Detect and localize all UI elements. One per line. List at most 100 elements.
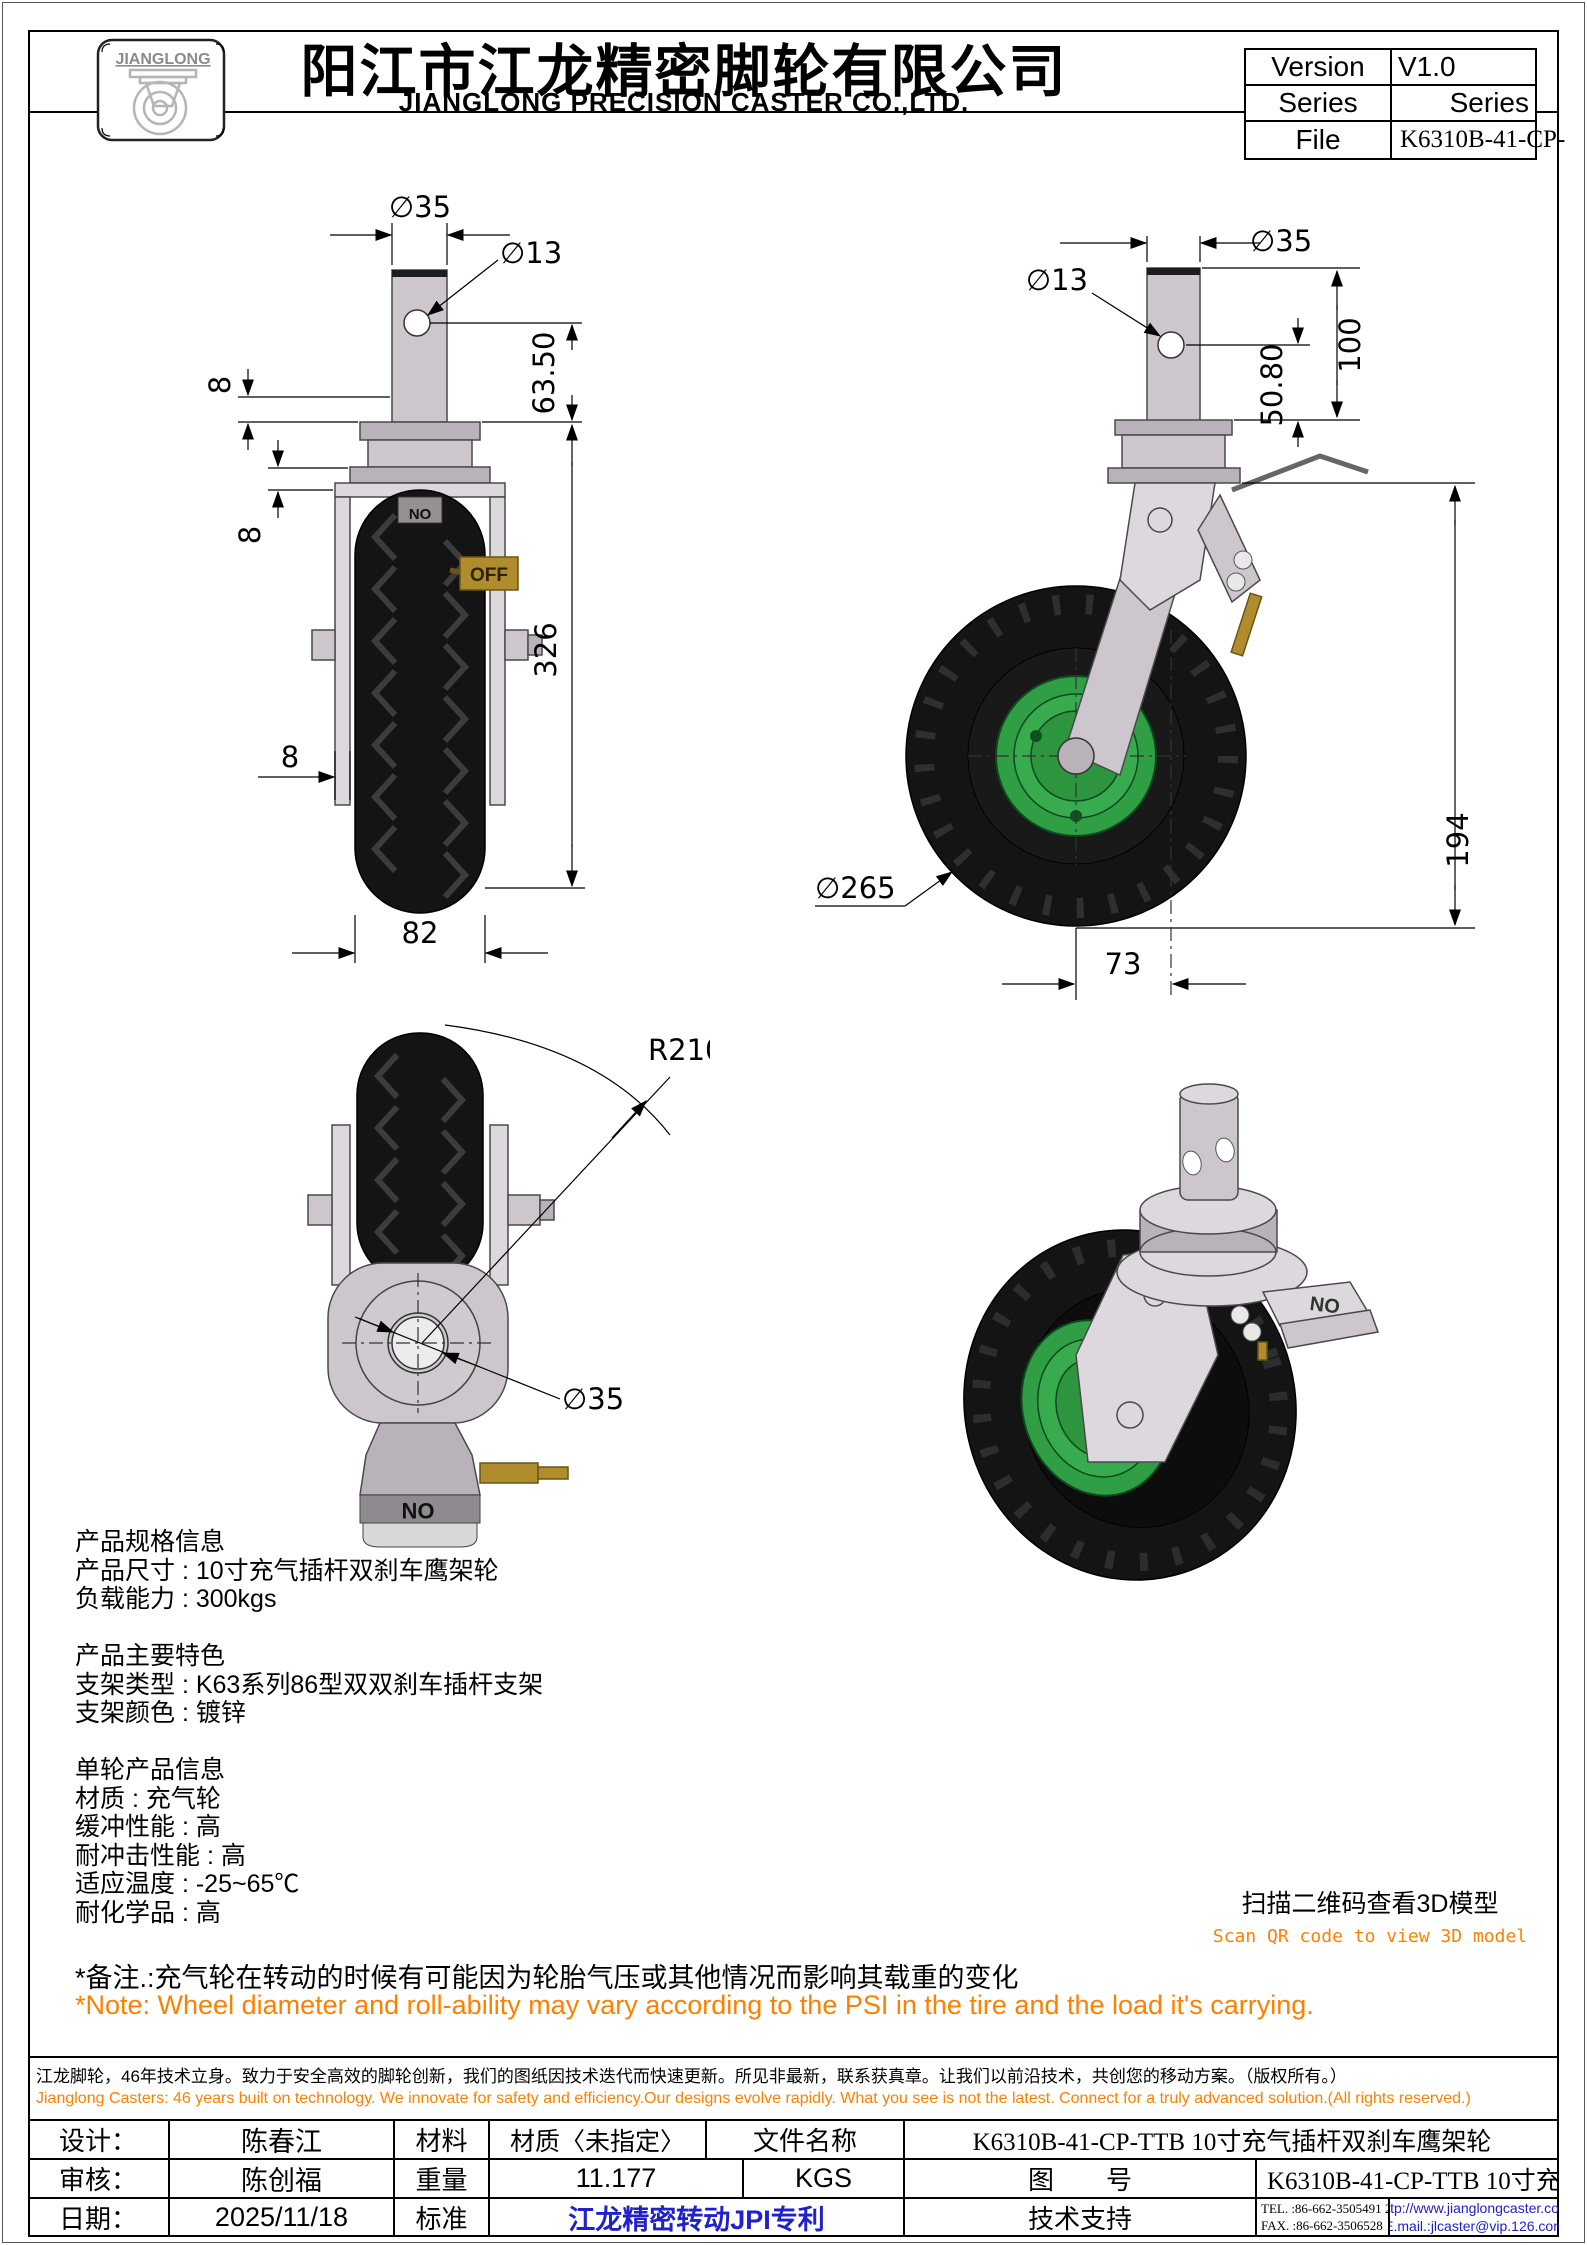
side-dimensions: ∅35 ∅13 100 50.80 194 ∅265 xyxy=(815,224,1475,1000)
dim-8c: 8 xyxy=(281,740,299,774)
brake-pin xyxy=(479,1462,539,1484)
axle-bolt-left xyxy=(307,1194,333,1226)
dim-82: 82 xyxy=(402,916,439,950)
note-en: *Note: Wheel diameter and roll-ability m… xyxy=(75,1990,1314,2020)
flange xyxy=(1114,419,1233,436)
stem-hole xyxy=(1157,331,1185,359)
logo-border xyxy=(96,38,226,142)
fork-leg-left xyxy=(334,496,351,806)
axle-nut xyxy=(1057,737,1095,775)
dim-326: 326 xyxy=(529,622,563,677)
version-label: Version xyxy=(1246,50,1392,84)
brake-on-label: ON xyxy=(409,505,432,522)
dim-d35: ∅35 xyxy=(1250,224,1312,258)
dim-d13: ∅13 xyxy=(500,236,562,270)
company-logo: JIANGLONG xyxy=(96,38,226,142)
axle-nut-right xyxy=(527,634,543,656)
brake-lever xyxy=(1231,453,1369,493)
qr-note-en: Scan QR code to view 3D model xyxy=(1212,1926,1528,1947)
material-label: 材料 xyxy=(395,2121,490,2158)
spec-line: 耐化学品 : 高 xyxy=(75,1898,221,1927)
series-row: Series Series xyxy=(1246,86,1535,122)
series-label: Series xyxy=(1246,86,1392,120)
filename-value: K6310B-41-CP-TTB 10寸充气插杆双刹车鹰架轮 xyxy=(972,2128,1492,2156)
date-value: 2025/11/18 xyxy=(170,2199,395,2235)
swivel-drum xyxy=(367,439,473,468)
brake-off-label: OFF xyxy=(470,565,508,586)
dim-8a: 8 xyxy=(203,376,237,394)
logo-text: JIANGLONG xyxy=(115,51,210,68)
spec-line: 支架类型 : K63系列86型双双刹车插杆支架 xyxy=(75,1670,544,1699)
tel: TEL. :86-662-3505491 2829599 xyxy=(1261,2201,1388,2216)
company-name-cn: 阳江市江龙精密脚轮有限公司 xyxy=(300,40,1068,104)
contact-cell: TEL. :86-662-3505491 2829599 FAX. :86-66… xyxy=(1257,2199,1390,2235)
spec-line: 单轮产品信息 xyxy=(75,1756,226,1784)
audit-value: 陈创福 xyxy=(170,2160,395,2197)
front-view: ON OFF ∅35 ∅13 63.50 8 xyxy=(203,190,585,963)
stem-top xyxy=(1179,1083,1239,1105)
weight-value: 11.177 xyxy=(490,2160,744,2197)
brake-pin xyxy=(1230,592,1263,657)
flange xyxy=(359,421,481,441)
brake-on-label: ON xyxy=(402,1498,435,1523)
spec-line: 材质 : 充气轮 xyxy=(75,1784,221,1813)
stem-cap xyxy=(392,270,447,277)
footer-row-2: 审核： 陈创福 重量 11.177 KGS 图 号 K6310B-41-CP-T… xyxy=(28,2158,1559,2197)
swivel-drum xyxy=(1121,434,1226,469)
axle-bolt-left xyxy=(311,629,336,661)
spec-line xyxy=(75,1728,543,1757)
version-row: Version V1.0 xyxy=(1246,50,1535,86)
dim-8b: 8 xyxy=(233,526,267,544)
dim-5080: 50.80 xyxy=(1255,343,1289,426)
disclaimer-divider xyxy=(28,2056,1559,2058)
footer-row-1: 设计： 陈春江 材料 材质〈未指定〉 文件名称 K6310B-41-CP-TTB… xyxy=(28,2119,1559,2158)
file-value-cell: K6310B-41-CP- xyxy=(1392,122,1565,158)
logo-caster-icon xyxy=(128,68,198,136)
file-row: File K6310B-41-CP- xyxy=(1246,122,1565,158)
brake-pedal-flap xyxy=(1279,1309,1380,1349)
brake-pedal xyxy=(397,496,443,524)
spec-line: 耐冲击性能 : 高 xyxy=(75,1841,246,1870)
brake-pedal xyxy=(359,1422,481,1496)
brake-pin xyxy=(1257,1341,1268,1361)
title-block: 设计： 陈春江 材料 材质〈未指定〉 文件名称 K6310B-41-CP-TTB… xyxy=(28,2119,1559,2235)
top-plate xyxy=(1107,467,1241,484)
dim-r210: R210 xyxy=(648,1033,710,1067)
dim-d265: ∅265 xyxy=(815,871,896,905)
tire-tread xyxy=(914,594,1238,918)
fax: FAX. :86-662-3506528 xyxy=(1261,2218,1383,2233)
file-label: File xyxy=(1246,122,1392,158)
date-label: 日期： xyxy=(28,2199,170,2235)
stem-hole xyxy=(403,309,431,337)
spec-line: 适应温度 : -25~65℃ xyxy=(75,1870,300,1898)
brake-off-tag xyxy=(459,556,519,591)
dim-d35: ∅35 xyxy=(389,190,451,224)
website-link[interactable]: http://www.jianglongcaster.com xyxy=(1390,2200,1559,2216)
dim-d13: ∅13 xyxy=(1026,263,1088,297)
qr-note-cn: 扫描二维码查看3D模型 xyxy=(1241,1890,1499,1918)
footer-row-3: 日期： 2025/11/18 标准 江龙精密转动JPI专利 技术支持 TEL. … xyxy=(28,2197,1559,2235)
brake-on-label: ON xyxy=(1309,1291,1341,1316)
qr-note: 扫描二维码查看3D模型 Scan QR code to view 3D mode… xyxy=(1205,1884,1535,1947)
spec-line: 产品尺寸 : 10寸充气插杆双刹车鹰架轮 xyxy=(75,1556,499,1585)
stem-hole xyxy=(1182,1150,1202,1176)
dim-6350: 63.50 xyxy=(527,331,561,414)
spec-line: 产品主要特色 xyxy=(75,1642,226,1670)
disclaimer-en: Jianglong Casters: 46 years built on tec… xyxy=(36,2090,1471,2107)
weight-unit: KGS xyxy=(744,2160,905,2197)
spec-line: 缓冲性能 : 高 xyxy=(75,1813,221,1841)
drawing-no-value: K6310B-41-CP-TTB 10寸充气插杆双刹车鹰架轮 xyxy=(1267,2167,1559,2195)
front-dimensions: ∅35 ∅13 63.50 8 8 326 8 xyxy=(203,190,585,963)
spec-line: 产品规格信息 xyxy=(75,1528,226,1556)
fork-bolt-axle xyxy=(1116,1401,1144,1429)
disclaimer-cn: 江龙脚轮，46年技术立身。致力于安全高效的脚轮创新，我们的图纸因技术迭代而快速更… xyxy=(36,2067,1347,2086)
email-link[interactable]: E.mail.:jlcaster@vip.126.com xyxy=(1390,2218,1559,2234)
tire xyxy=(356,1032,484,1286)
top-plate xyxy=(349,466,491,484)
stem-hole-2 xyxy=(1215,1137,1235,1163)
file-value: K6310B-41-CP- xyxy=(1400,126,1566,153)
top-dimensions: R210 ∅35 xyxy=(354,1024,710,1416)
support-label: 技术支持 xyxy=(905,2199,1257,2235)
side-view: ∅35 ∅13 100 50.80 194 ∅265 xyxy=(815,224,1475,1000)
